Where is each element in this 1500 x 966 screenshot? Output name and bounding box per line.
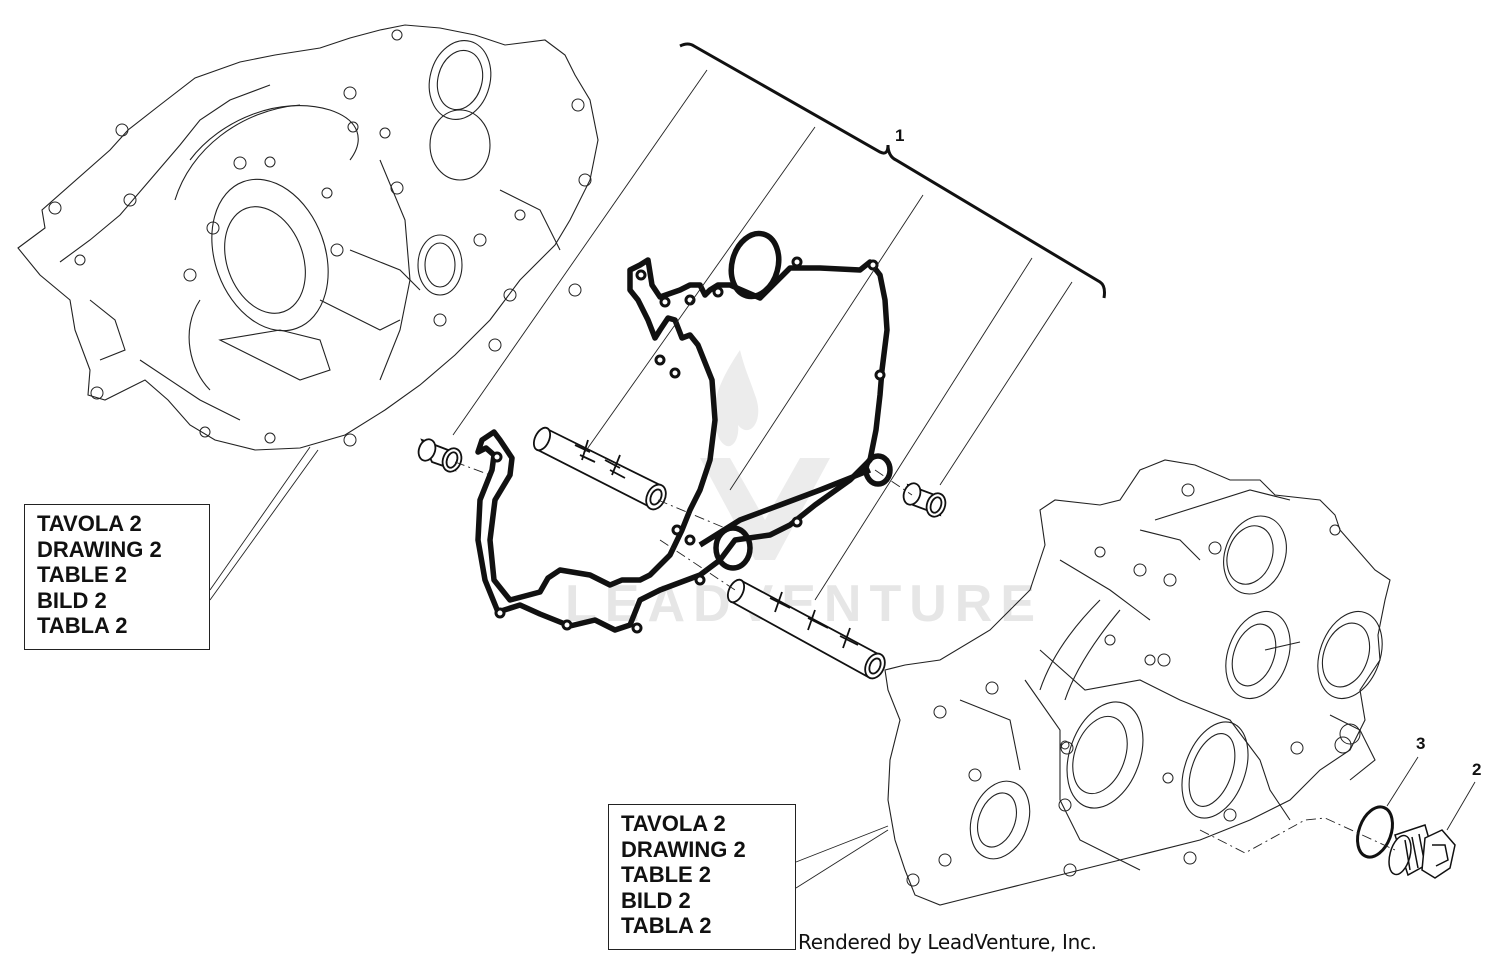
- left-crankcase-half: [17, 24, 599, 451]
- callout-1-bracket: [679, 42, 1106, 299]
- ref-line-tavola: TAVOLA 2: [621, 811, 726, 836]
- drain-plug: [1388, 824, 1456, 879]
- oil-strainer-lower: [726, 578, 886, 680]
- ref-line-tabla: TABLA 2: [621, 913, 712, 938]
- assembly-axis-lines: [454, 461, 1396, 854]
- ref-line-table: TABLE 2: [37, 562, 128, 587]
- render-credit: Rendered by LeadVenture, Inc.: [798, 930, 1097, 954]
- callout-number-1: 1: [895, 126, 905, 145]
- o-ring: [1356, 805, 1394, 859]
- ref-line-bild: BILD 2: [37, 587, 107, 613]
- ref-line-table: TABLE 2: [621, 862, 712, 887]
- oil-strainer-upper: [532, 426, 667, 511]
- watermark-logo-icon: [700, 350, 830, 560]
- crankcase-gasket: [475, 230, 893, 633]
- reference-box-right: TAVOLA 2 DRAWING 2 TABLE 2 BILD 2 TABLA …: [608, 804, 796, 950]
- reference-box-left: TAVOLA 2 DRAWING 2 TABLE 2 BILD 2 TABLA …: [24, 504, 210, 650]
- dowel-bushing-right: [902, 482, 947, 518]
- ref-line-drawing: DRAWING 2: [621, 836, 746, 862]
- ref-line-tabla: TABLA 2: [37, 613, 128, 638]
- callout-number-2: 2: [1472, 760, 1482, 779]
- leader-lines: [209, 69, 1476, 889]
- gasket-bolt-holes: [491, 256, 886, 634]
- right-crankcase-half: [884, 459, 1391, 906]
- ref-line-drawing: DRAWING 2: [37, 536, 162, 562]
- dowel-bushing-left: [417, 438, 463, 473]
- callout-number-3: 3: [1416, 734, 1426, 753]
- ref-line-tavola: TAVOLA 2: [37, 511, 142, 536]
- ref-line-bild: BILD 2: [621, 887, 691, 913]
